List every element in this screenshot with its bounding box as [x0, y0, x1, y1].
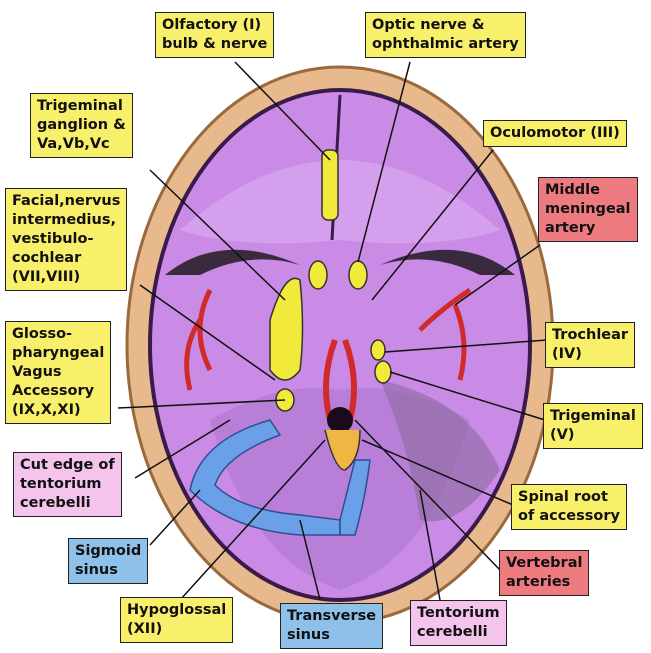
label-transverse: Transverse sinus	[280, 603, 383, 649]
label-glosso: Glosso- pharyngeal Vagus Accessory (IX,X…	[5, 321, 111, 424]
label-trigeminal-ganglion: Trigeminal ganglion & Va,Vb,Vc	[30, 93, 133, 158]
label-vertebral: Vertebral arteries	[499, 550, 589, 596]
foramen-magnum	[327, 407, 353, 433]
trochlear-nerve	[371, 340, 385, 360]
label-facial: Facial,nervus intermedius, vestibulo- co…	[5, 188, 127, 291]
trigeminal-nerve-root	[375, 361, 391, 383]
label-trochlear: Trochlear (IV)	[545, 322, 635, 368]
label-oculomotor: Oculomotor (III)	[483, 120, 627, 147]
label-cut-edge: Cut edge of tentorium cerebelli	[13, 452, 122, 517]
label-sigmoid: Sigmoid sinus	[68, 538, 148, 584]
olfactory-bulb	[322, 150, 338, 220]
label-trigeminal: Trigeminal (V)	[543, 403, 643, 449]
label-olfactory: Olfactory (I) bulb & nerve	[155, 12, 274, 58]
optic-nerve-left	[309, 261, 327, 289]
label-middle-meningeal: Middle meningeal artery	[538, 177, 638, 242]
label-tentorium: Tentorium cerebelli	[410, 600, 507, 646]
label-optic: Optic nerve & ophthalmic artery	[365, 12, 526, 58]
label-spinal-root: Spinal root of accessory	[511, 484, 627, 530]
optic-nerve-right	[349, 261, 367, 289]
label-hypoglossal: Hypoglossal (XII)	[120, 597, 233, 643]
